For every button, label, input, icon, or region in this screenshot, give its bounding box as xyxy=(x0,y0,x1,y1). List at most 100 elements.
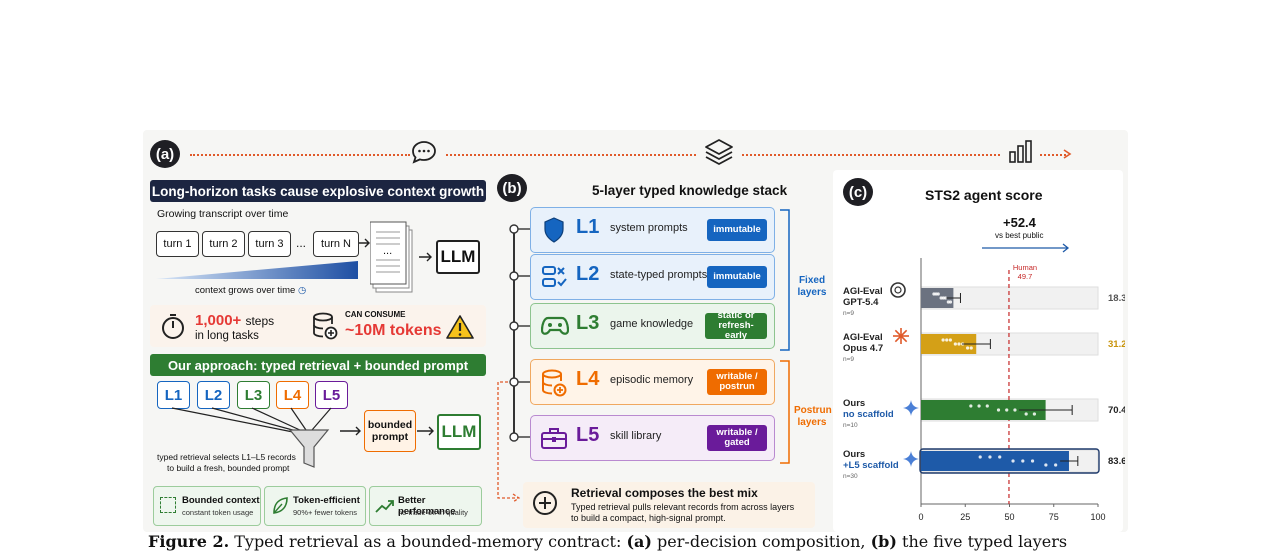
category-label: Ours xyxy=(843,398,865,409)
arrow-icon xyxy=(419,252,432,262)
panel-c-badge: (c) xyxy=(843,178,873,206)
data-point xyxy=(977,404,981,408)
stack-spine xyxy=(513,228,515,438)
flow-line xyxy=(446,154,696,156)
x-tick-label: 50 xyxy=(1004,512,1014,522)
warning-icon xyxy=(446,315,474,339)
chat-icon xyxy=(412,141,436,164)
steps-sub: in long tasks xyxy=(195,330,259,342)
x-tick-label: 75 xyxy=(1049,512,1059,522)
flow-line xyxy=(190,154,410,156)
layer-l5: L5 skill library writable / gated xyxy=(530,415,775,461)
anthropic-icon-ray xyxy=(900,329,908,337)
data-point xyxy=(969,346,973,350)
data-point xyxy=(969,404,973,408)
category-label: Ours xyxy=(843,449,865,460)
llm-box: LLM xyxy=(436,240,480,274)
postrun-layers-label: Postrun layers xyxy=(794,405,832,428)
human-value: 49.7 xyxy=(1018,272,1033,281)
context-growth-label: context grows over time ◷ xyxy=(195,285,307,296)
data-point xyxy=(966,346,970,350)
dashed-connector xyxy=(497,381,521,503)
arrow-icon xyxy=(417,426,434,436)
data-point xyxy=(1024,412,1028,416)
fixed-layers-label: Fixed layers xyxy=(797,275,827,298)
turn-box: turn 3 xyxy=(248,231,291,257)
value-label: 70.4 xyxy=(1108,405,1125,416)
postrun-bracket xyxy=(780,360,790,464)
panel-b-badge: (b) xyxy=(497,174,527,202)
layer-tag: static or refresh-early xyxy=(705,311,767,341)
toolbox-icon xyxy=(541,428,567,449)
value-label: 83.6 xyxy=(1108,456,1125,467)
data-point xyxy=(941,338,945,342)
anthropic-icon-ray xyxy=(894,335,902,343)
fixed-bracket xyxy=(780,209,790,351)
turn-box: turn 1 xyxy=(156,231,199,257)
category-label: GPT-5.4 xyxy=(843,297,879,308)
stack-connectors xyxy=(509,224,530,442)
context-growth-header: Long-horizon tasks cause explosive conte… xyxy=(150,180,486,202)
category-n: n=9 xyxy=(843,310,854,317)
plus-circle-icon xyxy=(533,491,557,515)
turn-ellipsis: ... xyxy=(296,236,307,250)
x-tick-label: 0 xyxy=(918,512,923,522)
arrow-right-icon xyxy=(1063,149,1072,159)
sparkle-icon xyxy=(903,451,919,467)
category-label: Opus 4.7 xyxy=(843,343,883,354)
leaf-icon xyxy=(273,497,288,514)
data-point xyxy=(936,292,940,296)
layer-box-l2: L2 xyxy=(197,381,230,409)
data-point xyxy=(1005,408,1009,412)
feature-token-efficient: Token-efficient 90%+ fewer tokens xyxy=(264,486,366,526)
data-point xyxy=(1013,408,1017,412)
layers-icon xyxy=(705,139,733,165)
bar xyxy=(921,400,1046,420)
layer-tag: writable / gated xyxy=(707,425,767,451)
checklist-icon xyxy=(542,266,567,287)
trend-up-icon xyxy=(375,500,394,513)
turn-box: turn 2 xyxy=(202,231,245,257)
category-label: +L5 scaffold xyxy=(843,460,899,471)
gamepad-icon xyxy=(541,316,569,335)
compose-card xyxy=(523,482,815,528)
stopwatch-icon xyxy=(162,314,184,339)
retrieval-arrows xyxy=(171,407,332,468)
flow-line xyxy=(1040,154,1066,156)
data-point xyxy=(1021,459,1025,463)
database-icon xyxy=(542,369,567,397)
bar xyxy=(921,334,977,354)
tokens-label: ~10M tokens xyxy=(345,322,442,339)
improvement-arrow xyxy=(982,243,1070,253)
turn-box: turn N xyxy=(313,231,359,257)
database-icon xyxy=(313,312,338,340)
data-point xyxy=(953,342,957,346)
llm-box: LLM xyxy=(437,414,481,450)
layer-box-l1: L1 xyxy=(157,381,190,409)
arrow-icon xyxy=(359,238,370,248)
transcript-label: Growing transcript over time xyxy=(157,208,289,220)
x-tick-label: 100 xyxy=(1090,512,1105,522)
layer-box-l5: L5 xyxy=(315,381,348,409)
layer-tag: immutable xyxy=(707,219,767,241)
bracket-icon xyxy=(160,497,176,513)
clock-icon: ◷ xyxy=(297,285,307,296)
layer-box-l4: L4 xyxy=(276,381,309,409)
data-point xyxy=(978,455,982,459)
improvement-sub: vs best public xyxy=(995,231,1044,240)
bar-chart-icon xyxy=(1009,140,1032,163)
layer-l1: L1 system prompts immutable xyxy=(530,207,775,253)
context-growth-wedge xyxy=(156,261,358,279)
flow-line xyxy=(742,154,1000,156)
arrow-icon xyxy=(340,426,361,436)
data-point xyxy=(988,455,992,459)
data-point xyxy=(985,404,989,408)
steps-card xyxy=(150,305,486,347)
data-point xyxy=(1044,463,1048,467)
panel-a-badge: (a) xyxy=(150,140,180,168)
document-stack-icon xyxy=(370,221,413,293)
data-point xyxy=(957,342,961,346)
layer-tag: writable / postrun xyxy=(707,369,767,395)
document-ellipsis: ... xyxy=(383,245,393,257)
